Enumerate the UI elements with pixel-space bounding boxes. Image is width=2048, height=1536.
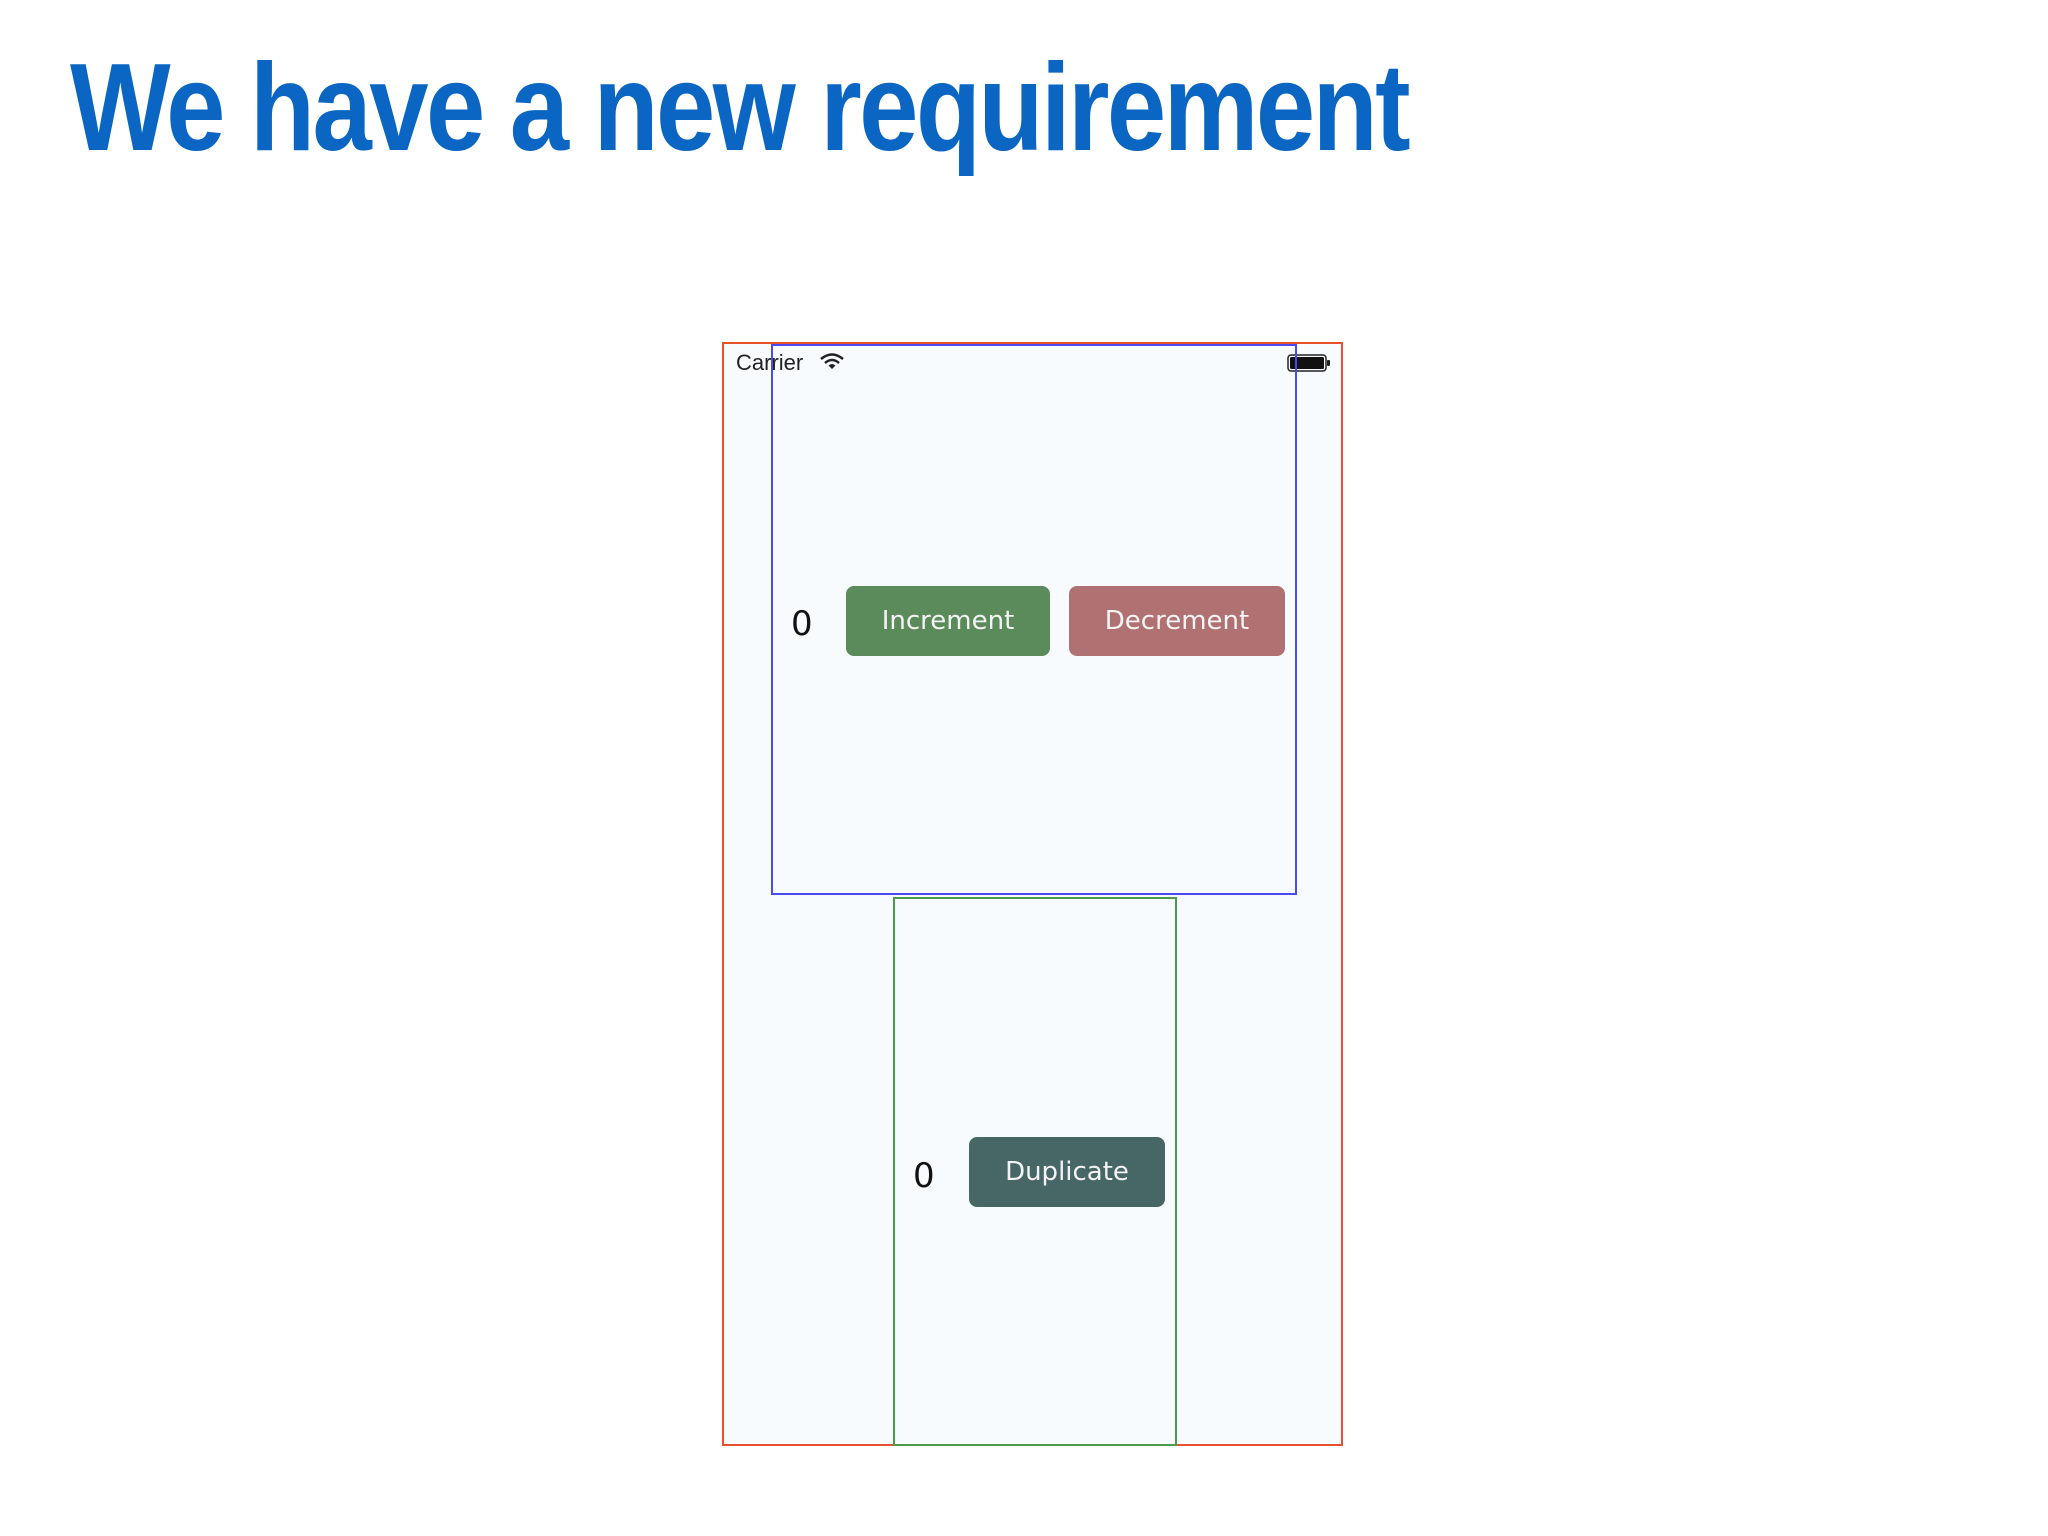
- carrier-label: Carrier: [736, 350, 804, 375]
- counter-value: 0: [791, 604, 813, 644]
- duplicate-view: 0 Duplicate: [893, 897, 1177, 1446]
- decrement-button[interactable]: Decrement: [1069, 586, 1285, 656]
- duplicate-button[interactable]: Duplicate: [969, 1137, 1165, 1207]
- battery-icon: [1287, 354, 1330, 372]
- counter-view: 0 Increment Decrement: [771, 344, 1297, 895]
- slide-title: We have a new requirement: [70, 39, 1411, 177]
- status-bar: Carrier: [724, 344, 1341, 380]
- duplicate-value: 0: [913, 1156, 935, 1196]
- phone-screen: Carrier 0 Increment Decrement 0 Duplicat…: [722, 342, 1343, 1446]
- increment-button[interactable]: Increment: [846, 586, 1050, 656]
- wifi-icon: [820, 353, 844, 369]
